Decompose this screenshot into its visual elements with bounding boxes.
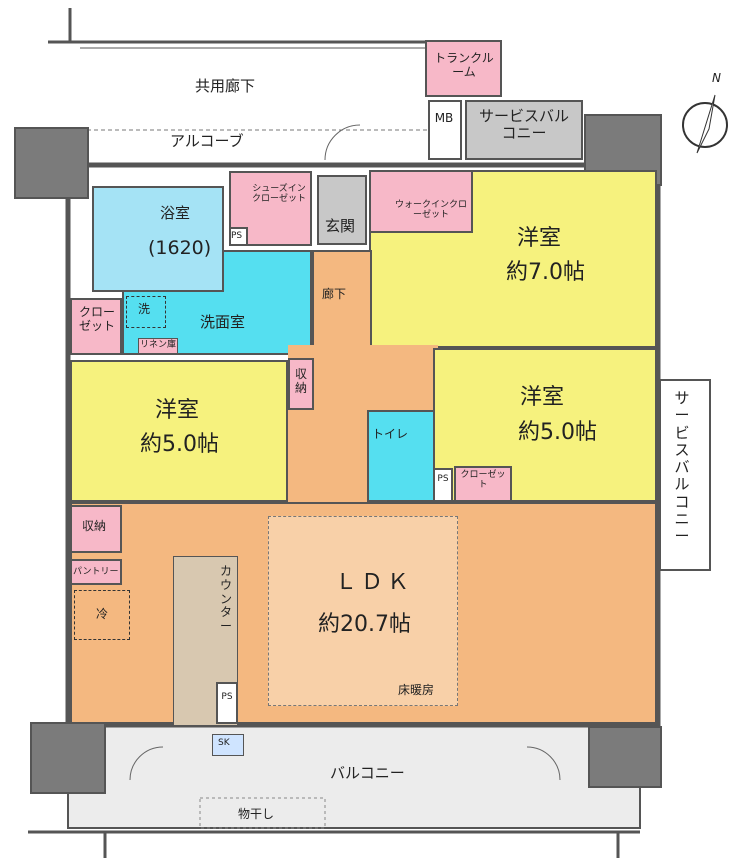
- bath-room-overlay: [92, 186, 224, 292]
- mb-shaft: [428, 100, 462, 160]
- service-balcony-right-area: [659, 379, 711, 571]
- closet-right: [454, 466, 512, 502]
- ldk-name: ＬＤＫ: [335, 570, 414, 595]
- service-balcony-top: [465, 100, 583, 160]
- sk-box: [212, 734, 244, 756]
- entrance-label: 玄関: [325, 217, 356, 235]
- bedroom-2: [70, 360, 288, 502]
- bedroom-1-size: 約7.0帖: [506, 260, 585, 285]
- entrance: [317, 175, 367, 245]
- ldk-heating-zone: [268, 516, 458, 706]
- fridge-label: 冷: [96, 607, 109, 621]
- pantry: [70, 559, 122, 585]
- service-balcony-top-label: サービスバルコニー: [478, 107, 569, 143]
- bath-size-label: (1620): [148, 237, 212, 259]
- closet-left-label: クローゼット: [78, 305, 115, 333]
- toilet-label: トイレ: [372, 427, 409, 441]
- fridge-space: [74, 590, 130, 640]
- washer-label: 洗: [138, 302, 151, 316]
- bedroom-2-size: 約5.0帖: [140, 432, 219, 457]
- storage-ldk: [70, 505, 122, 553]
- closet-left: [70, 298, 122, 355]
- bedroom-1-name: 洋室: [517, 226, 562, 251]
- trunk-room: [425, 40, 502, 97]
- pillar: [588, 726, 662, 788]
- compass-label: N: [712, 71, 721, 85]
- drying-area: [199, 797, 326, 829]
- sk-label: SK: [218, 738, 230, 748]
- washer-space: [126, 296, 166, 328]
- door-swing-icon: [129, 746, 164, 781]
- corridor: [312, 250, 372, 360]
- bedroom-3-size: 約5.0帖: [518, 420, 597, 445]
- common-corridor-label: 共用廊下: [195, 77, 256, 95]
- service-balcony-right-label: サービスバルコニー: [674, 389, 690, 545]
- bedroom-2-name: 洋室: [155, 398, 200, 423]
- pillar: [14, 127, 89, 199]
- kitchen-counter-area: [173, 556, 238, 726]
- storage-mid-label: 収納: [294, 367, 307, 395]
- ps-toilet-box: [433, 468, 453, 502]
- closet-right-label: クローゼット: [460, 470, 506, 491]
- pillar: [30, 722, 106, 794]
- counter-label: カウンター: [219, 564, 232, 634]
- ps-kitchen-label: PS: [221, 692, 233, 702]
- linen-label: リネン庫: [140, 340, 177, 350]
- mb-label: MB: [434, 111, 454, 125]
- balcony-area: [67, 724, 641, 829]
- shoes-in-label: シューズインクローゼット: [251, 184, 306, 205]
- balcony-label: バルコニー: [330, 764, 405, 782]
- walk-in-label: ウォークインクローゼット: [394, 200, 467, 221]
- ps-kitchen-box: [216, 682, 238, 724]
- walk-in-closet-overlay: [369, 170, 473, 233]
- linen-storage: [138, 338, 178, 354]
- storage-mid: [288, 358, 314, 410]
- bedroom-3-name: 洋室: [520, 385, 565, 410]
- bath-label: 浴室: [160, 204, 191, 222]
- ldk-size: 約20.7帖: [318, 612, 411, 637]
- ps-shoes-box: [229, 227, 248, 246]
- trunk-room-label: トランクルーム: [434, 51, 494, 79]
- building-outline: [65, 162, 661, 728]
- pantry-label: パントリー: [73, 567, 119, 577]
- compass-icon: [682, 94, 728, 154]
- door-swing-icon: [526, 746, 561, 781]
- washroom-label: 洗面室: [200, 313, 246, 331]
- floor-heating-label: 床暖房: [398, 683, 435, 697]
- toilet-room: [367, 410, 435, 502]
- storage-ldk-label: 収納: [82, 519, 107, 533]
- drying-label: 物干し: [238, 807, 275, 821]
- ps-toilet-label: PS: [437, 474, 449, 484]
- ps-shoes-label: PS: [231, 231, 243, 241]
- alcove-label: アルコーブ: [170, 132, 244, 150]
- corridor-label: 廊下: [322, 287, 347, 301]
- door-swing-icon: [324, 124, 361, 161]
